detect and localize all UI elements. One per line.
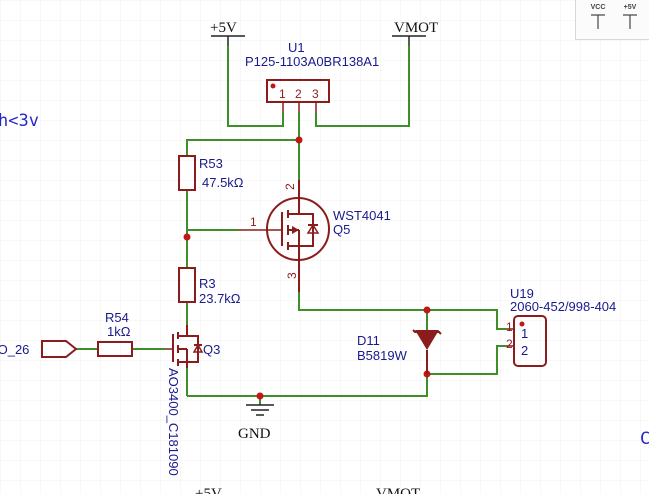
svg-text:3: 3: [312, 87, 319, 101]
q5-ref: Q5: [333, 222, 350, 237]
component-r53[interactable]: R53 47.5kΩ: [178, 155, 244, 191]
component-q3[interactable]: Q3 AO3400_C181090: [165, 325, 220, 476]
svg-text:GND: GND: [238, 426, 271, 442]
u1-ref: U1: [288, 40, 305, 55]
svg-text:1: 1: [250, 215, 257, 229]
power-symbol-5v-top[interactable]: +5V: [210, 20, 245, 46]
q3-value: AO3400_C181090: [166, 368, 181, 476]
svg-text:VMOT: VMOT: [394, 20, 438, 36]
q5-value: WST4041: [333, 208, 391, 223]
symbol-palette: VCC +5V: [575, 0, 649, 40]
component-q5[interactable]: 1 2 3 WST4041 Q5: [238, 180, 391, 292]
svg-text:2: 2: [506, 337, 513, 351]
power-symbol-vmot-top[interactable]: VMOT: [392, 20, 438, 46]
svg-text:+5V: +5V: [210, 20, 237, 36]
component-u19[interactable]: 1 2 1 2 U19 2060-452/998-404: [506, 286, 616, 367]
q3-ref: Q3: [203, 342, 220, 357]
d11-ref: D11: [357, 333, 380, 348]
power-label-vmot-bottom: VMOT: [376, 486, 420, 494]
svg-text:3: 3: [285, 272, 299, 279]
r54-ref: R54: [105, 310, 129, 325]
svg-text:1: 1: [521, 326, 528, 341]
component-u1[interactable]: 1 2 3 U1 P125-1103A0BR138A1: [245, 40, 379, 112]
palette-item-5v[interactable]: +5V: [616, 4, 644, 38]
component-d11[interactable]: D11 B5819W: [357, 329, 442, 374]
r3-value: 23.7kΩ: [199, 291, 241, 306]
power-label-5v-bottom: +5V: [195, 486, 222, 494]
svg-text:1: 1: [506, 320, 513, 334]
r3-ref: R3: [199, 276, 216, 291]
svg-text:IO_26: IO_26: [0, 342, 29, 357]
net-port-io26[interactable]: IO_26: [0, 340, 78, 358]
power-symbol-gnd[interactable]: GND: [238, 404, 274, 442]
vcc-symbol-icon: [591, 14, 605, 29]
wires: [76, 46, 507, 405]
svg-text:2: 2: [295, 87, 302, 101]
svg-text:2: 2: [521, 343, 528, 358]
svg-text:2: 2: [283, 183, 297, 190]
svg-text:1: 1: [279, 87, 286, 101]
component-r3[interactable]: R3 23.7kΩ: [178, 267, 241, 306]
u19-ref: U19: [510, 286, 534, 301]
palette-item-vcc[interactable]: VCC: [584, 4, 612, 38]
r54-value: 1kΩ: [107, 324, 131, 339]
side-text-left: h<3v: [0, 111, 39, 131]
u19-value: 2060-452/998-404: [510, 299, 616, 314]
side-text-right: C: [640, 429, 649, 449]
r53-ref: R53: [199, 156, 223, 171]
r53-value: 47.5kΩ: [202, 175, 244, 190]
component-r54[interactable]: R54 1kΩ: [97, 310, 133, 357]
u1-value: P125-1103A0BR138A1: [245, 54, 379, 69]
junction-dots: [183, 136, 431, 400]
plus5v-symbol-icon: [623, 14, 637, 29]
d11-value: B5819W: [357, 348, 408, 363]
